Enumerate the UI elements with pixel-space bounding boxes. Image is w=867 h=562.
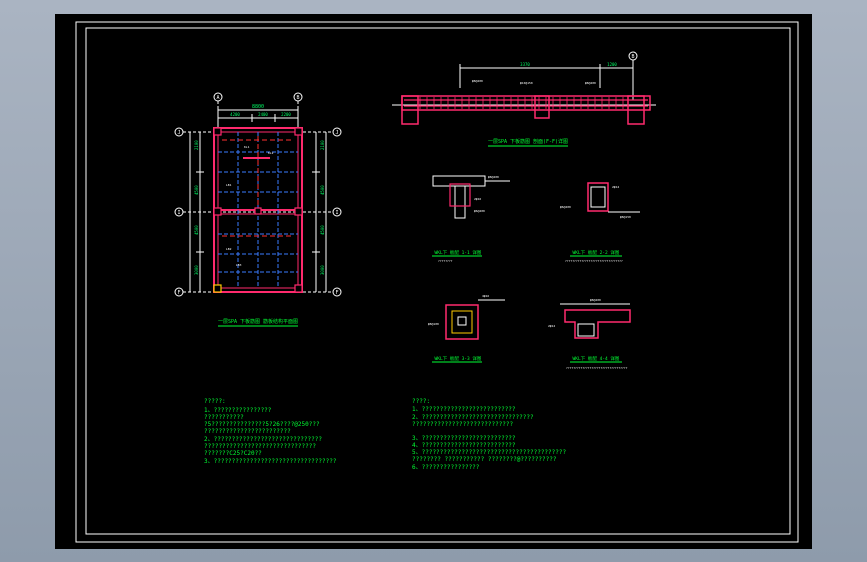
axis-label: J [177, 130, 180, 136]
section-title: 一层SPA 下板筋图 剖面(F-F)详图 [488, 138, 568, 145]
notes-line: ???????????????????????????? [412, 421, 514, 428]
plan-side-dim: 2100 [320, 140, 325, 150]
sheet-outer-frame [75, 21, 799, 543]
axis-label: B [631, 54, 634, 60]
detail-title: WKL下 板配 2-2 详图 [573, 249, 620, 256]
axis-bubble [332, 207, 342, 217]
svg-text:KL2: KL2 [268, 151, 274, 155]
detail-2-2: 2φ14 φ6@200 φ8@150 WKL下 板配 2-2 详图 ????????… [560, 182, 640, 263]
axis-label: F [177, 290, 180, 296]
svg-text:LB2: LB2 [226, 247, 232, 251]
detail-title: WKL下 板配 1-1 详图 [435, 249, 482, 256]
plan-side-dim: 2100 [194, 140, 199, 150]
section-dim: 1200 [607, 62, 617, 67]
section-dim: 3370 [520, 62, 530, 67]
sheet-inner-frame [85, 27, 791, 535]
svg-text:4φ16: 4φ16 [482, 294, 489, 298]
notes-line: 1、???????????????? [204, 407, 272, 414]
section-view: B 3370 1200 φ8@200 φ10@150 φ8@200 一层SPA … [392, 51, 656, 147]
footing [401, 95, 419, 125]
notes-line: ??????????? [204, 414, 244, 421]
plan-dim-part: 4200 [230, 112, 240, 117]
notes-right: ????: 1、?????????????????????????? 2、???… [412, 398, 566, 471]
notes-line: 2、??????????????????????????????? [412, 414, 534, 421]
axis-label: I [335, 210, 338, 216]
floor-plan: 8800 4200 2400 2200 A B J J I I F F [174, 92, 342, 327]
detail-3-3: 4φ16 φ8@100 WKL下 板配 3-3 详图 [428, 294, 505, 363]
svg-text:φ8@200: φ8@200 [472, 79, 483, 83]
axis-label: B [296, 95, 299, 101]
plan-top-dimensions [217, 106, 299, 128]
plan-side-dim: 4500 [320, 225, 325, 235]
svg-text:φ8@150: φ8@150 [620, 215, 631, 219]
plan-dim-part: 2400 [258, 112, 268, 117]
notes-heading: ????: [412, 398, 430, 405]
axis-label: I [177, 210, 180, 216]
axis-label: A [216, 95, 219, 101]
axis-label: J [335, 130, 338, 136]
footing [627, 95, 645, 125]
detail-note: ???????????????????????????????? [565, 259, 623, 263]
notes-line: 6、???????????????? [412, 464, 480, 471]
columns [213, 127, 303, 293]
detail-1-1: φ8@200 2φ16 φ6@200 WKL下 板配 1-1 详图 ???????? [432, 175, 510, 263]
svg-text:φ6@200: φ6@200 [560, 205, 571, 209]
detail-note: ???????? [438, 259, 453, 263]
detail-title: WKL下 板配 3-3 详图 [435, 355, 482, 362]
notes-line: ?5???????????????5?26????@250??? [204, 421, 320, 428]
drawing-sheet [55, 14, 812, 549]
svg-text:2φ16: 2φ16 [474, 197, 481, 201]
svg-text:2φ12: 2φ12 [548, 324, 555, 328]
notes-line: ??????????????????????????????? [204, 443, 316, 450]
svg-text:φ8@200: φ8@200 [590, 298, 601, 302]
plan-side-dim: 3000 [194, 265, 199, 275]
notes-line: 3、?????????????????????????????????? [204, 458, 337, 465]
detail-title: WKL下 板配 4-4 详图 [573, 355, 620, 362]
plan-side-dim: 4500 [320, 185, 325, 195]
notes-heading: ?????: [204, 398, 226, 405]
svg-text:φ8@100: φ8@100 [428, 322, 439, 326]
detail-note: ?????????????????????????????????? [566, 366, 628, 370]
plan-dim-part: 2200 [281, 112, 291, 117]
svg-text:φ6@200: φ6@200 [474, 209, 485, 213]
svg-text:φ8@200: φ8@200 [488, 175, 499, 179]
notes-line: ???????????????????????? [204, 428, 291, 435]
plan-side-dim: 4500 [194, 185, 199, 195]
notes-line: ???????C25?C20?? [204, 450, 262, 457]
notes-line: 1、?????????????????????????? [412, 406, 516, 413]
axis-label: F [335, 290, 338, 296]
notes-line: 5、??????????????????????????????????????… [412, 449, 566, 456]
svg-text:KL1: KL1 [244, 145, 250, 149]
notes-line: 3、?????????????????????????? [412, 435, 516, 442]
plan-dim-total: 8800 [252, 104, 264, 110]
section-stirrups [419, 97, 624, 109]
plan-title: 一层SPA 下板筋图 筋板结构平面图 [218, 318, 298, 325]
detail-4-4: φ8@200 2φ12 WKL下 板配 4-4 详图 ??????????????… [548, 298, 631, 370]
svg-text:φ10@150: φ10@150 [520, 81, 533, 85]
axis-bubble [332, 127, 342, 137]
axis-bubble [332, 287, 342, 297]
plan-side-dim: 4500 [194, 225, 199, 235]
svg-text:LB1: LB1 [226, 183, 232, 187]
notes-line: ???????? ??????????? ????????@?????????? [412, 456, 557, 463]
svg-text:φ8@200: φ8@200 [585, 81, 596, 85]
svg-text:2φ14: 2φ14 [612, 185, 619, 189]
notes-line: 2、?????????????????????????????? [204, 436, 322, 443]
plan-side-dim: 3000 [320, 265, 325, 275]
notes-left: ?????: 1、???????????????? ??????????? ?5… [204, 398, 337, 465]
plan-side-dimensions [189, 132, 327, 292]
svg-text:LB3: LB3 [236, 263, 242, 267]
notes-line: 4、?????????????????????????? [412, 442, 516, 449]
footing [534, 95, 550, 119]
